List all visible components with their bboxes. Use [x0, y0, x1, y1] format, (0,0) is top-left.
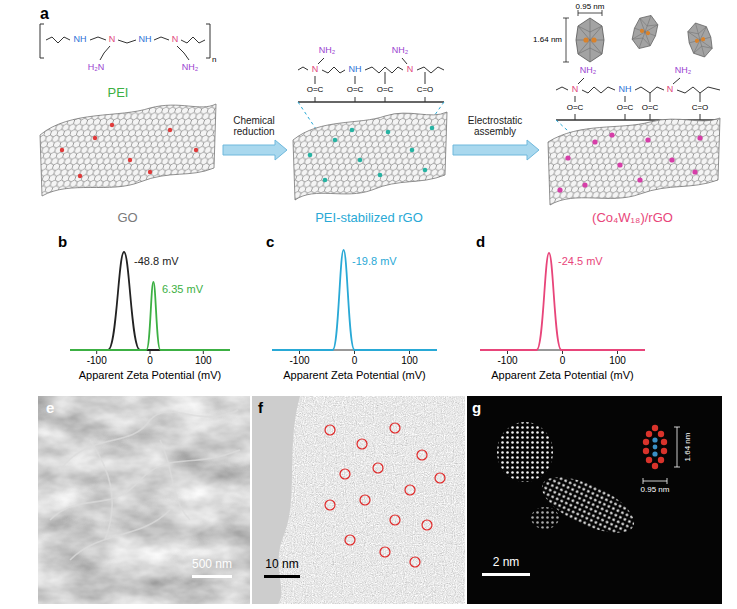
figure-label: C=O — [417, 86, 434, 94]
figure-label: PEI — [108, 86, 129, 99]
figure-label: Apparent Zeta Potential (mV) — [283, 370, 425, 381]
figure-label: 100 — [401, 356, 418, 366]
figure-label: 100 — [609, 356, 626, 366]
bracket — [206, 24, 210, 58]
stage-node: (Co₄W₁₈)/rGO — [540, 125, 725, 228]
figure-label: 1.64 nm — [533, 36, 562, 44]
figure-label: N — [667, 85, 674, 94]
haadf-image — [467, 396, 722, 604]
figure-label: 0.95 nm — [576, 3, 605, 11]
figure-label: NH — [619, 85, 632, 94]
arrow-shape — [453, 140, 539, 160]
stage-node: GO — [35, 100, 220, 228]
scale-bar — [192, 575, 232, 578]
node-label: (Co₄W₁₈)/rGO — [592, 211, 673, 226]
zeta-curves — [70, 250, 645, 350]
figure-label: C=O — [692, 104, 709, 112]
figure-label: NH — [349, 65, 362, 74]
figure-label: Apparent Zeta Potential (mV) — [79, 370, 221, 381]
figure-label: H₂N — [88, 63, 105, 72]
figure-label: NH — [139, 35, 152, 44]
pei-structure — [40, 24, 210, 60]
figure-label: 0 — [147, 356, 153, 366]
figure-label: N — [312, 65, 319, 74]
figure-label: O=C — [307, 86, 324, 94]
figure-label: -100 — [497, 356, 517, 366]
block-arrow — [453, 140, 539, 160]
figure-label: 2 nm — [493, 556, 520, 568]
figure-label: -100 — [289, 356, 309, 366]
panel-letter: b — [58, 234, 67, 249]
figure-label: O=C — [347, 86, 364, 94]
figure-label: 10 nm — [265, 558, 298, 570]
node-label: PEI-stabilized rGO — [315, 211, 423, 226]
figure-label: N — [572, 85, 579, 94]
figure-label: -24.5 mV — [558, 256, 603, 267]
figure-label: -48.8 mV — [134, 256, 179, 267]
figure-label: 0 — [560, 356, 566, 366]
panel-letter: c — [266, 234, 274, 249]
figure-label: O=C — [567, 104, 584, 112]
figure-label: O=C — [642, 104, 659, 112]
scale-bar — [264, 575, 300, 578]
figure-label: 0 — [352, 356, 358, 366]
graphene-sheet — [40, 104, 216, 196]
node-label: GO — [117, 211, 137, 226]
figure-label: 500 nm — [192, 558, 232, 570]
scale-bar — [482, 573, 530, 576]
arrow-label: Electrostatic assembly — [452, 115, 538, 137]
panel-letter: e — [46, 400, 54, 415]
panel-letter: a — [40, 6, 49, 22]
block-arrow — [223, 140, 287, 160]
figure-label: NH₂ — [580, 66, 597, 75]
figure-label: -19.8 mV — [352, 256, 397, 267]
figure-label: O=C — [377, 86, 394, 94]
stage-node: PEI-stabilized rGO — [288, 110, 450, 228]
panel-letter: g — [472, 400, 481, 415]
figure-label: NH — [74, 35, 87, 44]
figure-label: 6.35 mV — [162, 284, 203, 295]
cluster-model — [643, 425, 680, 484]
figure-label: NH₂ — [392, 46, 409, 55]
figure-label: 0.95 nm — [641, 486, 670, 494]
panel-letter: d — [476, 234, 485, 249]
tem-image — [252, 396, 465, 604]
figure-label: N — [109, 35, 116, 44]
polyoxometalate-clusters — [563, 10, 715, 62]
figure-label: O=C — [617, 104, 634, 112]
figure-label: NH₂ — [319, 46, 336, 55]
figure-label: NH₂ — [182, 63, 199, 72]
bracket — [40, 24, 44, 58]
arrow-shape — [223, 140, 287, 160]
figure-label: -100 — [87, 356, 107, 366]
figure-label: 100 — [195, 356, 212, 366]
figure-label: NH₂ — [675, 66, 692, 75]
panel-letter: f — [258, 400, 263, 415]
arrow-label: Chemical reduction — [222, 115, 286, 137]
figure-label: N — [172, 35, 179, 44]
figure-label: n — [212, 56, 216, 64]
figure-label: Apparent Zeta Potential (mV) — [491, 370, 633, 381]
composite-sheet — [548, 118, 720, 205]
figure-label: N — [407, 65, 414, 74]
sem-image — [38, 396, 250, 604]
rgo-sheet — [293, 112, 447, 200]
figure-label: 1.64 nm — [684, 433, 692, 462]
